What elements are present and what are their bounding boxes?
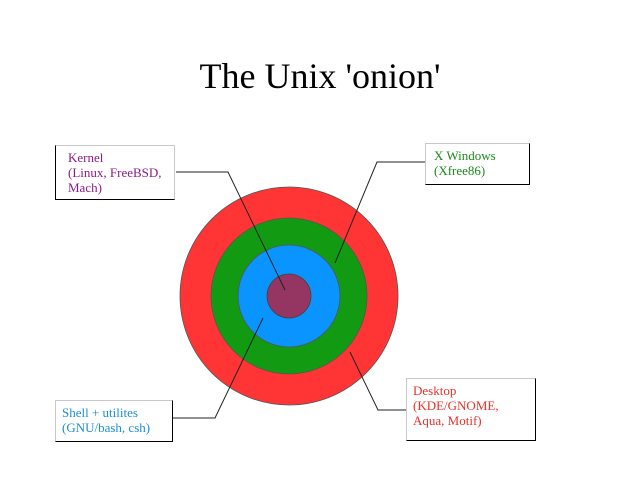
xwindows-callout: X Windows (Xfree86) (425, 143, 530, 185)
kernel-leader-line (176, 171, 286, 291)
xwindows-leader-line (334, 161, 425, 264)
desktop-leader-line (349, 351, 406, 411)
shell-callout: Shell + utilites (GNU/bash, csh) (55, 400, 173, 442)
kernel-callout: Kernel (Linux, FreeBSD, Mach) (55, 145, 175, 200)
diagram-title: The Unix 'onion' (199, 56, 441, 96)
shell-leader-line (173, 317, 264, 419)
desktop-callout: Desktop (KDE/GNOME, Aqua, Motif) (406, 378, 536, 441)
kernel-core (266, 273, 312, 319)
